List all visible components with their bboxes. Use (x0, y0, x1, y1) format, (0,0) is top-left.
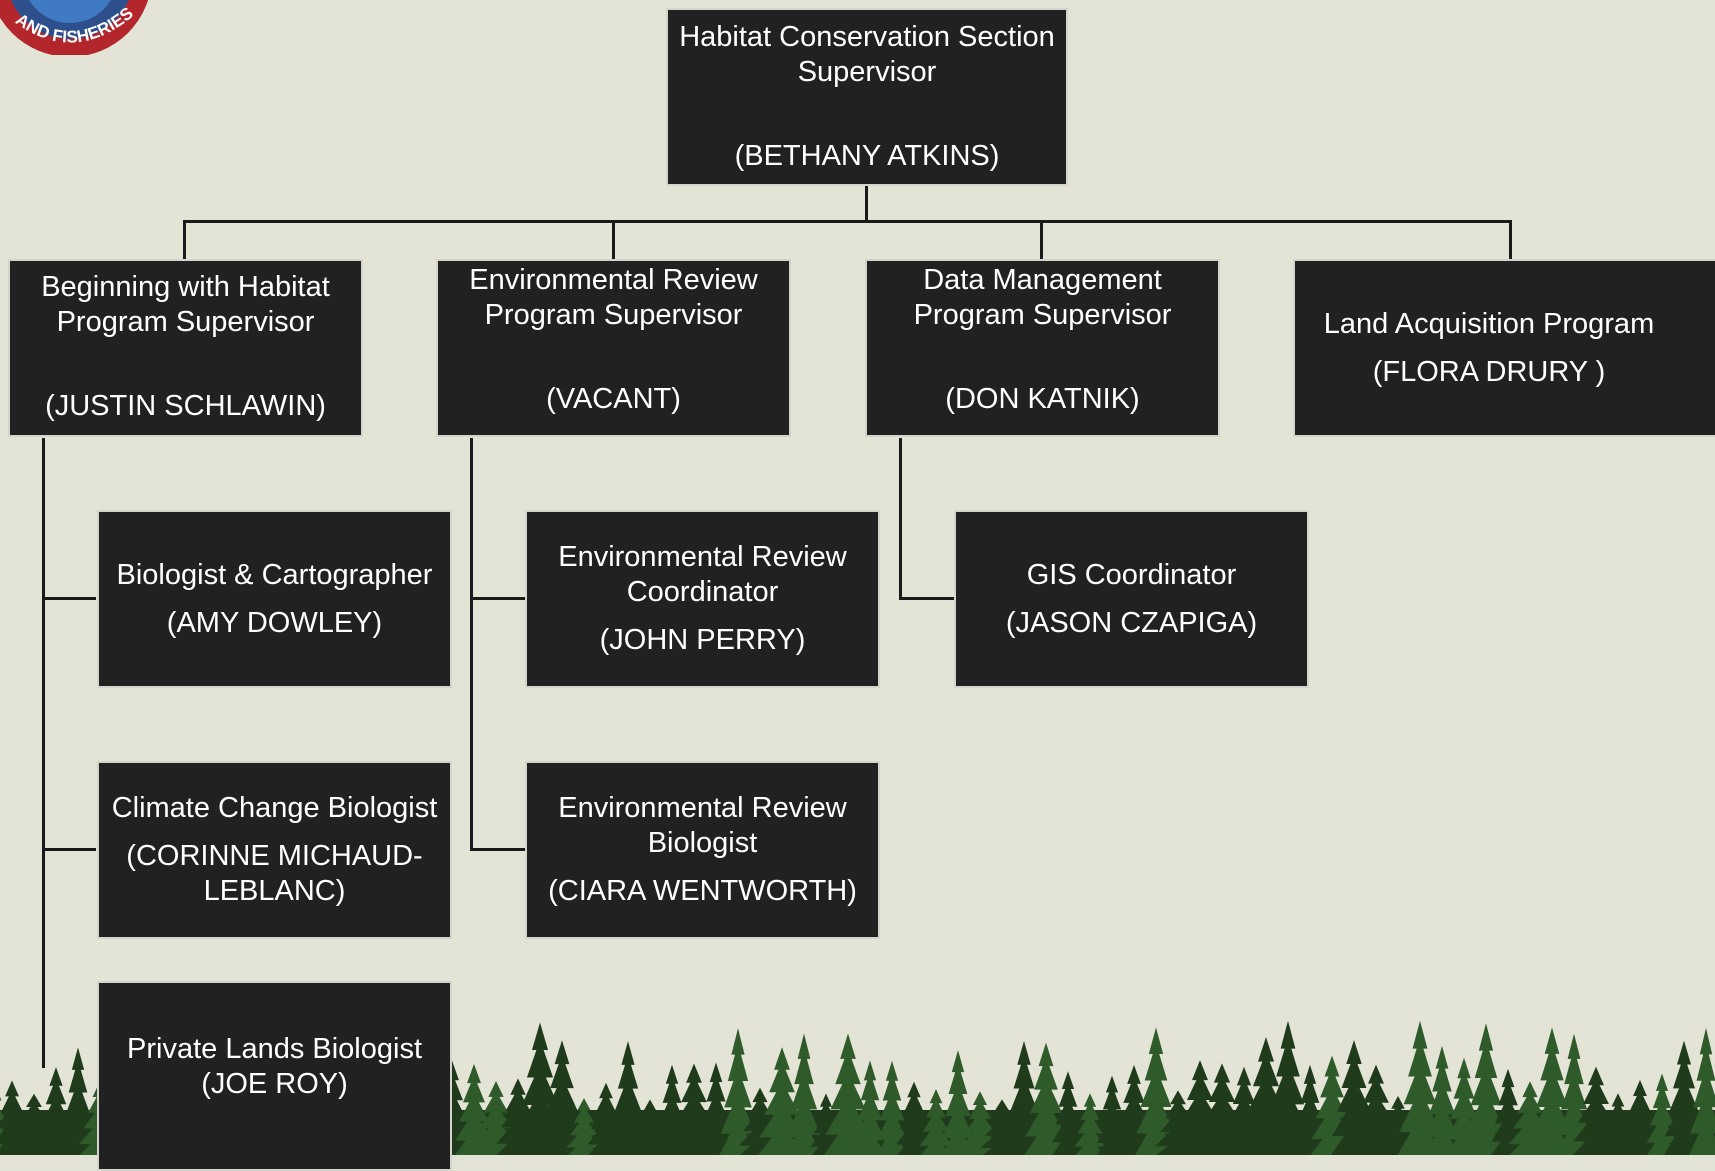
staff-title: Biologist & Cartographer (116, 558, 433, 591)
staff-name: (JOE ROY) (201, 1068, 348, 1100)
program-supervisor-name: (FLORA DRURY ) (1372, 355, 1606, 388)
tree (876, 1060, 908, 1155)
program-box-beginning-with-habitat: Beginning with Habitat Program Superviso… (8, 259, 363, 437)
staff-title-line1: Environmental Review (558, 792, 847, 824)
staff-name-line2: LEBLANC) (203, 875, 346, 907)
staff-box-er-biologist: Environmental Review Biologist (CIARA WE… (525, 761, 880, 939)
staff-title-line2: Coordinator (626, 576, 779, 608)
staff-name: (JASON CZAPIGA) (1005, 606, 1258, 639)
tree (1709, 1126, 1715, 1155)
connector-horizontal-bus (183, 220, 1512, 223)
tree (609, 1041, 647, 1155)
tree (1074, 1093, 1106, 1155)
connector-bwh-1 (42, 597, 96, 600)
staff-name-line1: (CORINNE MICHAUD- (126, 840, 423, 872)
staff-title-line2: Biologist (647, 827, 758, 859)
tree (454, 1063, 494, 1155)
connector-er-vertical (470, 438, 473, 851)
tree (1397, 1020, 1443, 1155)
tree (1689, 1027, 1715, 1155)
tree (980, 1099, 1024, 1155)
program-title-line1: Environmental Review (469, 264, 758, 296)
program-supervisor-name: (VACANT) (546, 383, 681, 415)
agency-seal-icon: AND FISHERIES (0, 0, 149, 55)
program-box-data-management: Data Management Program Supervisor (DON … (865, 259, 1220, 437)
program-title-line1: Beginning with Habitat (41, 271, 330, 303)
program-supervisor-name: (JUSTIN SCHLAWIN) (45, 390, 326, 422)
tree (540, 1040, 584, 1155)
tree (587, 1082, 625, 1155)
program-title-line1: Land Acquisition Program (1323, 307, 1655, 340)
staff-box-climate-change-biologist: Climate Change Biologist (CORINNE MICHAU… (97, 761, 452, 939)
program-supervisor-name: (DON KATNIK) (945, 383, 1140, 415)
tree (1024, 1042, 1068, 1155)
tree (1491, 1068, 1525, 1155)
section-supervisor-title-line1: Habitat Conservation Section (679, 21, 1055, 53)
staff-box-biologist-cartographer: Biologist & Cartographer (AMY DOWLEY) (97, 510, 452, 688)
tree (1508, 1081, 1552, 1155)
connector-dm-vertical (899, 438, 902, 600)
tree (810, 1093, 842, 1155)
tree (738, 1087, 782, 1155)
program-box-environmental-review: Environmental Review Program Supervisor … (436, 259, 791, 437)
staff-name: (AMY DOWLEY) (166, 606, 383, 639)
program-box-land-acquisition: Land Acquisition Program (FLORA DRURY ) (1293, 259, 1715, 437)
tree (960, 1091, 1000, 1155)
program-title-line2: Program Supervisor (913, 299, 1172, 331)
tree (854, 1060, 886, 1155)
tree (824, 1033, 872, 1155)
connector-top-down (865, 185, 868, 222)
program-title-line2: Program Supervisor (56, 306, 315, 338)
section-supervisor-box: Habitat Conservation Section Supervisor … (666, 8, 1068, 186)
connector-er-2 (470, 848, 525, 851)
connector-bwh-vertical (42, 438, 45, 1068)
connector-bwh-2 (42, 848, 96, 851)
tree (786, 1033, 822, 1155)
staff-box-er-coordinator: Environmental Review Coordinator (JOHN P… (525, 510, 880, 688)
tree (941, 1050, 975, 1155)
connector-er-1 (470, 597, 525, 600)
tree (896, 1081, 932, 1155)
connector-program-3 (1040, 220, 1043, 260)
connector-program-1 (183, 220, 186, 260)
section-supervisor-name: (BETHANY ATKINS) (734, 140, 1000, 172)
tree (1424, 1045, 1460, 1155)
program-title-line2: Program Supervisor (484, 299, 743, 331)
tree (1052, 1071, 1084, 1155)
tree (719, 1028, 757, 1155)
tree (631, 1099, 669, 1155)
staff-title: GIS Coordinator (1026, 558, 1237, 591)
program-title-line1: Data Management (923, 264, 1162, 296)
staff-title: Climate Change Biologist (111, 792, 438, 824)
staff-box-private-lands-biologist: Private Lands Biologist (JOE ROY) (97, 981, 452, 1171)
connector-program-2 (612, 220, 615, 260)
connector-dm-1 (899, 597, 954, 600)
staff-name: (CIARA WENTWORTH) (548, 875, 857, 907)
staff-name: (JOHN PERRY) (599, 624, 806, 656)
connector-program-4 (1509, 220, 1512, 260)
tree (1135, 1027, 1177, 1155)
staff-title: Private Lands Biologist (127, 1033, 422, 1065)
staff-title-line1: Environmental Review (558, 541, 847, 573)
section-supervisor-title-line2: Supervisor (797, 56, 937, 88)
tree (1621, 1079, 1659, 1155)
staff-box-gis-coordinator: GIS Coordinator (JASON CZAPIGA) (954, 510, 1309, 688)
tree (919, 1089, 953, 1155)
tree (1556, 1033, 1592, 1155)
